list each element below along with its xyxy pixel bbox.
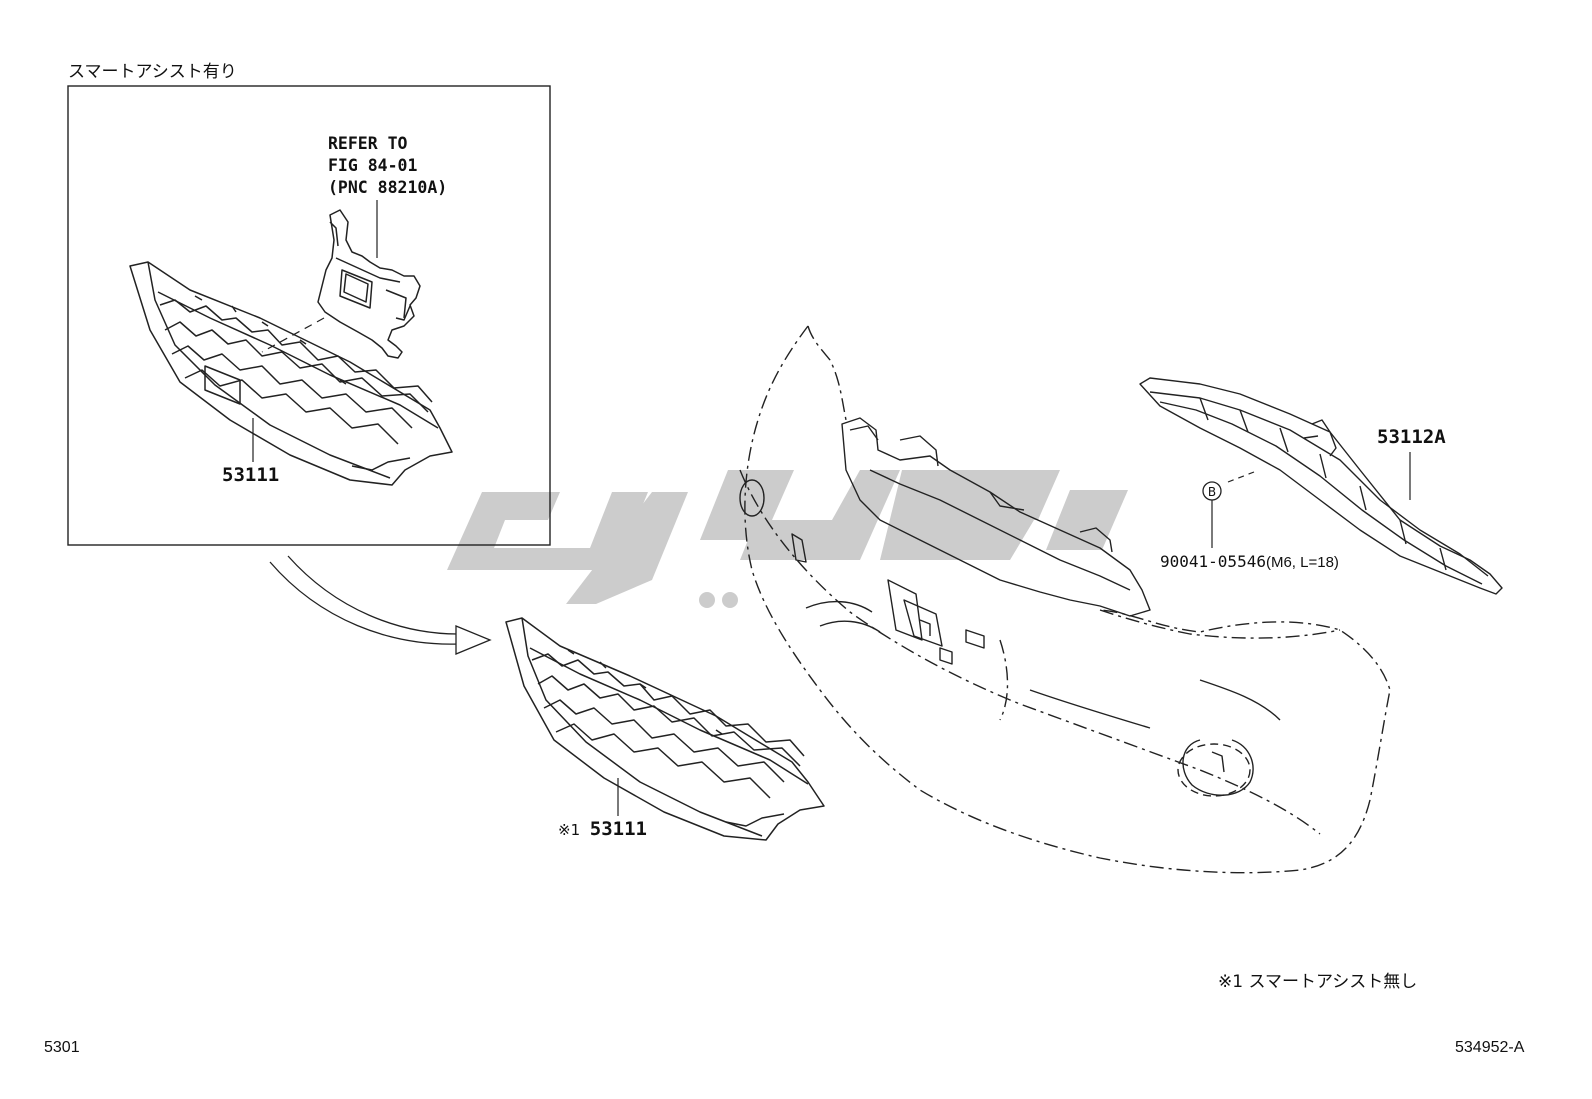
refer-line-1: REFER TO [328, 134, 408, 153]
page-code: 5301 [44, 1039, 80, 1056]
refer-note: REFER TO FIG 84-01 (PNC 88210A) [328, 133, 447, 199]
inset-leaders [252, 200, 378, 462]
illustration-code: 534952-A [1455, 1039, 1525, 1056]
grille-mark: ※1 [558, 821, 581, 839]
inset-grille-drawing [129, 261, 453, 486]
inset-part-number: 53111 [222, 464, 280, 486]
watermark-logo [447, 470, 1128, 608]
bolt-marker-circle [1202, 481, 1222, 501]
transition-arrow [269, 555, 492, 655]
bolt-spec: (M6, L=18) [1265, 554, 1339, 571]
upper-grille-part-number: 53112A [1377, 426, 1446, 448]
grille-part-number: 53111 [589, 818, 647, 840]
bolt-marker-letter: B [1208, 485, 1216, 499]
bolt-part-number: 90041-05546 [1160, 552, 1266, 571]
bolt-callout: 90041-05546(M6, L=18) [1160, 552, 1339, 571]
bumper-details [739, 417, 1281, 797]
front-bumper-drawing [739, 325, 1391, 874]
refer-line-2: FIG 84-01 [328, 156, 418, 175]
upper-grille-drawing [1139, 377, 1503, 595]
sensor-bracket-drawing [317, 209, 421, 359]
inset-frame [67, 85, 551, 546]
footnote: ※1 スマートアシスト無し [1218, 972, 1418, 992]
upper-grille-leaders [1211, 452, 1411, 548]
main-grille-callout: ※1 53111 [558, 820, 647, 839]
inset-title: スマートアシスト有り [68, 62, 237, 82]
refer-line-3: (PNC 88210A) [328, 178, 448, 197]
main-grille-drawing [505, 617, 825, 841]
